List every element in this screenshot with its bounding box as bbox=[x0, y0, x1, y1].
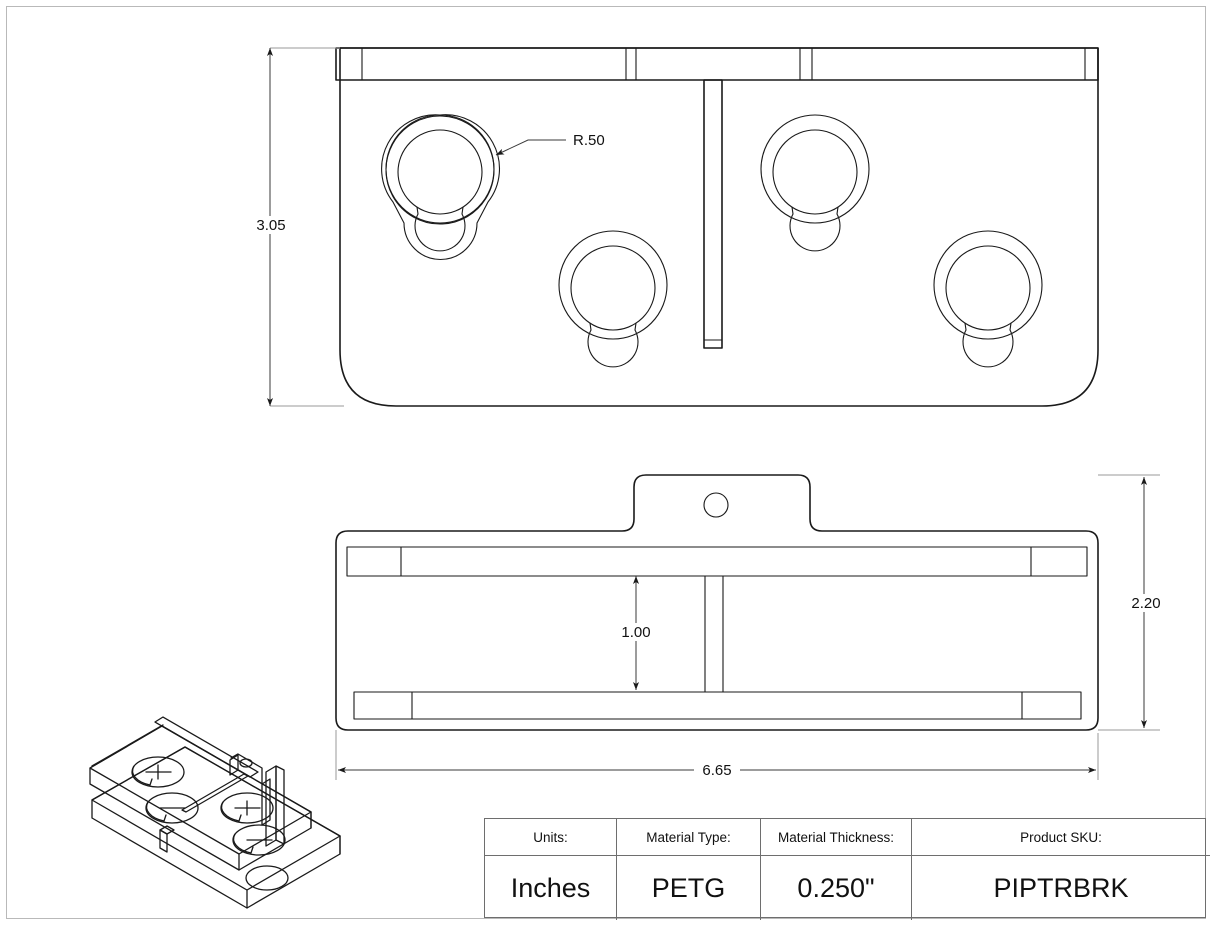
iso-keyhole-3 bbox=[220, 792, 274, 824]
keyhole-slot-1 bbox=[381, 114, 501, 260]
dim-front-width: 6.65 bbox=[335, 730, 1099, 780]
front-view: 1.00 2.20 6.65 bbox=[335, 474, 1169, 780]
keyhole-slot-2 bbox=[558, 230, 668, 368]
value-units: Inches bbox=[485, 855, 617, 920]
iso-rear-rail bbox=[154, 716, 259, 778]
iso-lower-flange-top bbox=[91, 746, 341, 891]
iso-right-wall-outer bbox=[275, 765, 285, 845]
header-product-sku: Product SKU: bbox=[911, 819, 1210, 856]
iso-tab bbox=[229, 754, 239, 776]
iso-lower-hole bbox=[245, 865, 289, 891]
dim-front-width-label: 6.65 bbox=[702, 762, 731, 779]
iso-rear-rail-line bbox=[91, 724, 164, 767]
iso-return-flange bbox=[261, 778, 271, 826]
top-view-outline bbox=[335, 47, 1099, 407]
front-upper-rail bbox=[346, 546, 1088, 577]
top-view: R.50 3.05 bbox=[248, 47, 1099, 407]
header-material-type: Material Type: bbox=[616, 819, 761, 856]
iso-main-plate-top bbox=[89, 725, 312, 855]
isometric-view bbox=[89, 716, 341, 909]
tab-hole bbox=[703, 492, 729, 518]
iso-keyhole-4 bbox=[232, 824, 286, 856]
dim-top-height: 3.05 bbox=[248, 47, 344, 407]
value-material-type: PETG bbox=[616, 855, 761, 920]
iso-keyhole-2 bbox=[145, 792, 199, 824]
header-material-thickness: Material Thickness: bbox=[760, 819, 912, 856]
dim-top-height-label: 3.05 bbox=[256, 217, 285, 234]
iso-lower-flange bbox=[91, 746, 341, 909]
iso-rib-foot bbox=[159, 825, 175, 835]
front-lower-rail bbox=[353, 691, 1082, 720]
dim-front-height-label: 2.20 bbox=[1131, 595, 1160, 612]
keyhole-slot-4 bbox=[933, 230, 1043, 368]
iso-keyhole-1 bbox=[131, 756, 185, 788]
radius-callout-label: R.50 bbox=[573, 132, 605, 149]
title-block-value-row: Inches PETG 0.250" PIPTRBRK bbox=[485, 855, 1210, 920]
value-material-thickness: 0.250" bbox=[760, 855, 912, 920]
title-block: Units: Material Type: Material Thickness… bbox=[484, 818, 1210, 920]
keyhole-slot-3 bbox=[760, 114, 870, 252]
title-block-header-row: Units: Material Type: Material Thickness… bbox=[485, 819, 1210, 856]
dim-front-height: 2.20 bbox=[1098, 474, 1169, 731]
top-rail bbox=[335, 47, 1099, 81]
center-rib bbox=[703, 79, 723, 349]
value-product-sku: PIPTRBRK bbox=[911, 855, 1210, 920]
title-block-table: Units: Material Type: Material Thickness… bbox=[485, 819, 1210, 920]
iso-tab-upper bbox=[230, 753, 263, 785]
front-view-outline bbox=[335, 474, 1099, 731]
dim-front-inner-gap-label: 1.00 bbox=[621, 624, 650, 641]
header-units: Units: bbox=[485, 819, 617, 856]
iso-center-rib bbox=[181, 773, 249, 813]
dim-front-inner-gap: 1.00 bbox=[613, 576, 659, 690]
radius-callout-leader bbox=[495, 139, 566, 156]
